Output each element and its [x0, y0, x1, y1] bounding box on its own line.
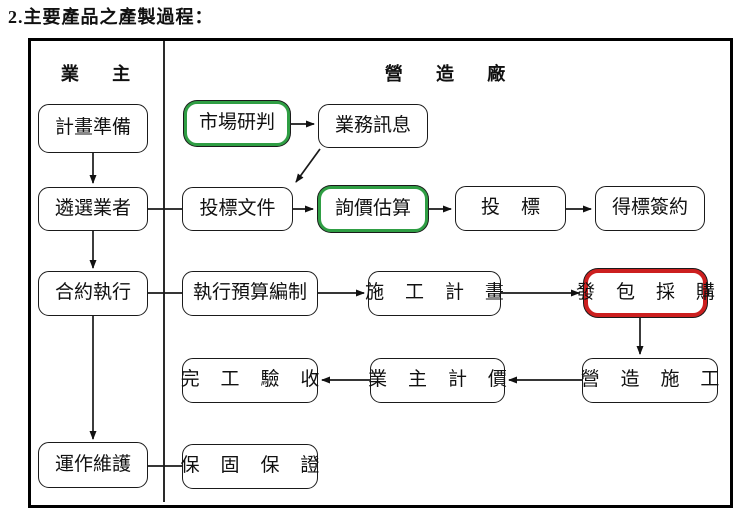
node-price-estimate: 詢價估算: [318, 186, 428, 232]
node-win-sign: 得標簽約: [595, 186, 705, 231]
lane-header-contractor: 營 造 廠: [384, 64, 506, 84]
node-owner-valuation: 業 主 計 價: [368, 358, 507, 403]
node-warranty: 保 固 保 證: [181, 444, 319, 489]
node-bidding: 投 標: [455, 186, 566, 231]
node-business-info: 業務訊息: [318, 104, 428, 148]
lane-header-owner: 業 主: [60, 64, 131, 84]
lane-divider: [163, 41, 165, 502]
node-bid-docs: 投標文件: [182, 187, 293, 231]
node-procurement: 發 包 採 購: [576, 269, 715, 317]
node-operation-maint: 運作維護: [38, 442, 148, 488]
node-contract-exec: 合約執行: [38, 271, 148, 316]
node-plan-prep: 計畫準備: [38, 104, 148, 153]
page-title: 2.主要產品之產製過程：: [8, 7, 214, 27]
node-budget-prep: 執行預算編制: [182, 271, 318, 316]
node-construction-work: 營 造 施 工: [581, 358, 719, 403]
node-construction-plan: 施 工 計 畫: [365, 271, 504, 316]
node-completion-accept: 完 工 驗 收: [181, 358, 319, 403]
node-select-owner: 遴選業者: [38, 187, 148, 231]
node-market-judge: 市場研判: [184, 101, 290, 146]
